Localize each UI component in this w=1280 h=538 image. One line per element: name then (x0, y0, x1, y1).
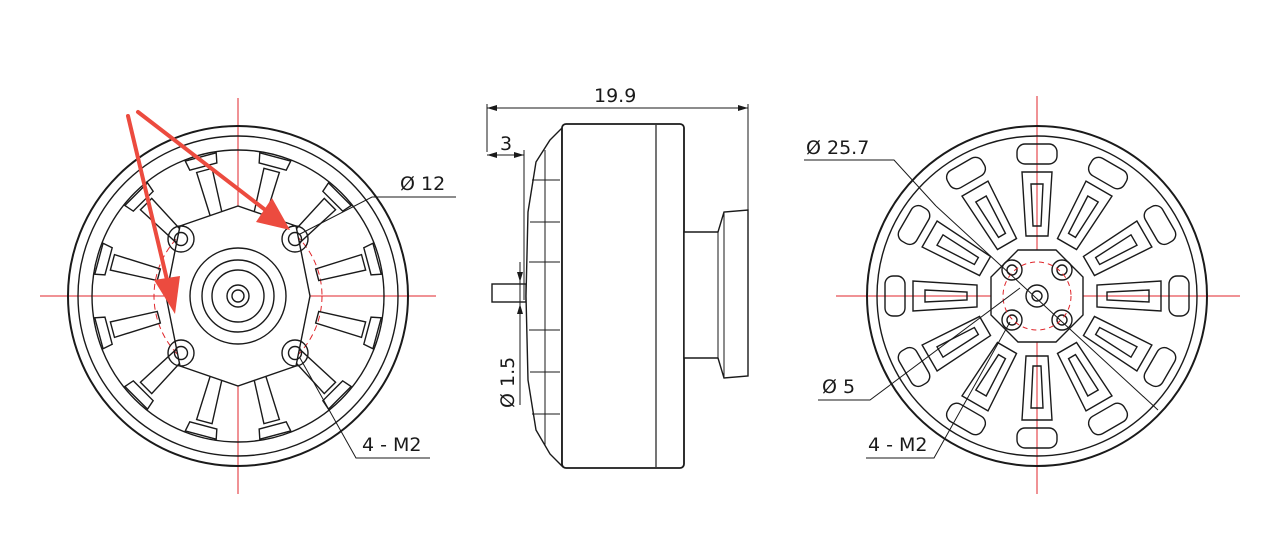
side-fan (525, 126, 563, 468)
side-shaft (491, 283, 527, 303)
front-bolt-circle-label: Ø 12 (400, 173, 445, 195)
rear-shaft (1025, 284, 1049, 308)
front-mount-holes (167, 225, 309, 367)
front-bolt-circle-leader (299, 196, 456, 235)
front-shaft-core (231, 289, 245, 303)
rear-petal (1082, 204, 1177, 277)
rear-outer-diameter-leader (804, 159, 937, 207)
front-mount-holes-label: 4 - M2 (362, 434, 422, 456)
front-hub-plate (165, 205, 311, 387)
side-base (683, 209, 749, 379)
rear-petal (1016, 355, 1058, 449)
rear-petal (884, 275, 978, 317)
rear-outer-diameter-label: Ø 25.7 (806, 137, 869, 159)
front-view: Ø 12 4 - M2 (40, 98, 456, 494)
rear-rim (876, 135, 1198, 457)
rear-petal (1056, 341, 1129, 436)
rear-petal (945, 341, 1018, 436)
front-rim-inner (91, 149, 385, 443)
rear-shaft-core (1031, 290, 1043, 302)
arrow-head-lower (154, 276, 180, 314)
front-spoke (93, 310, 162, 350)
rear-cooling-petals (884, 143, 1190, 449)
rear-mount-holes-leader (866, 321, 1011, 459)
front-spoke (314, 310, 383, 350)
front-bearing (201, 259, 275, 333)
side-total-length-label: 19.9 (594, 85, 636, 107)
rear-outer-ring (866, 125, 1208, 467)
rear-petal (897, 315, 992, 388)
annotation-arrows (126, 110, 290, 314)
front-spoke (93, 242, 162, 282)
front-rim (77, 135, 399, 457)
rear-mount-holes-label: 4 - M2 (868, 434, 928, 456)
side-view: 19.9 3 Ø 1.5 (486, 85, 749, 469)
rear-hub-octagon (990, 249, 1084, 343)
side-fan-blades (529, 150, 560, 446)
rear-bolt-circle-label: Ø 5 (822, 376, 855, 398)
rear-petal (945, 156, 1018, 251)
rear-mount-holes (1001, 259, 1073, 331)
side-shaft-diameter-label: Ø 1.5 (497, 357, 519, 408)
front-bearing-inner (211, 269, 265, 323)
rear-view: Ø 25.7 Ø 5 4 - M2 (804, 96, 1240, 494)
front-outer-ring (67, 125, 409, 467)
rear-bolt-circle-leader (818, 287, 1021, 401)
side-shaft-length-label: 3 (500, 133, 512, 155)
rear-petal (1016, 143, 1058, 237)
front-hub (189, 247, 287, 345)
rear-petal (1082, 315, 1177, 388)
front-spoke (314, 242, 383, 282)
side-bell (561, 123, 685, 469)
front-mount-holes-leader (299, 357, 430, 459)
rear-petal (1056, 156, 1129, 251)
front-shaft (226, 284, 250, 308)
arrow-head-upper (256, 198, 290, 230)
rear-petal (1096, 275, 1190, 317)
